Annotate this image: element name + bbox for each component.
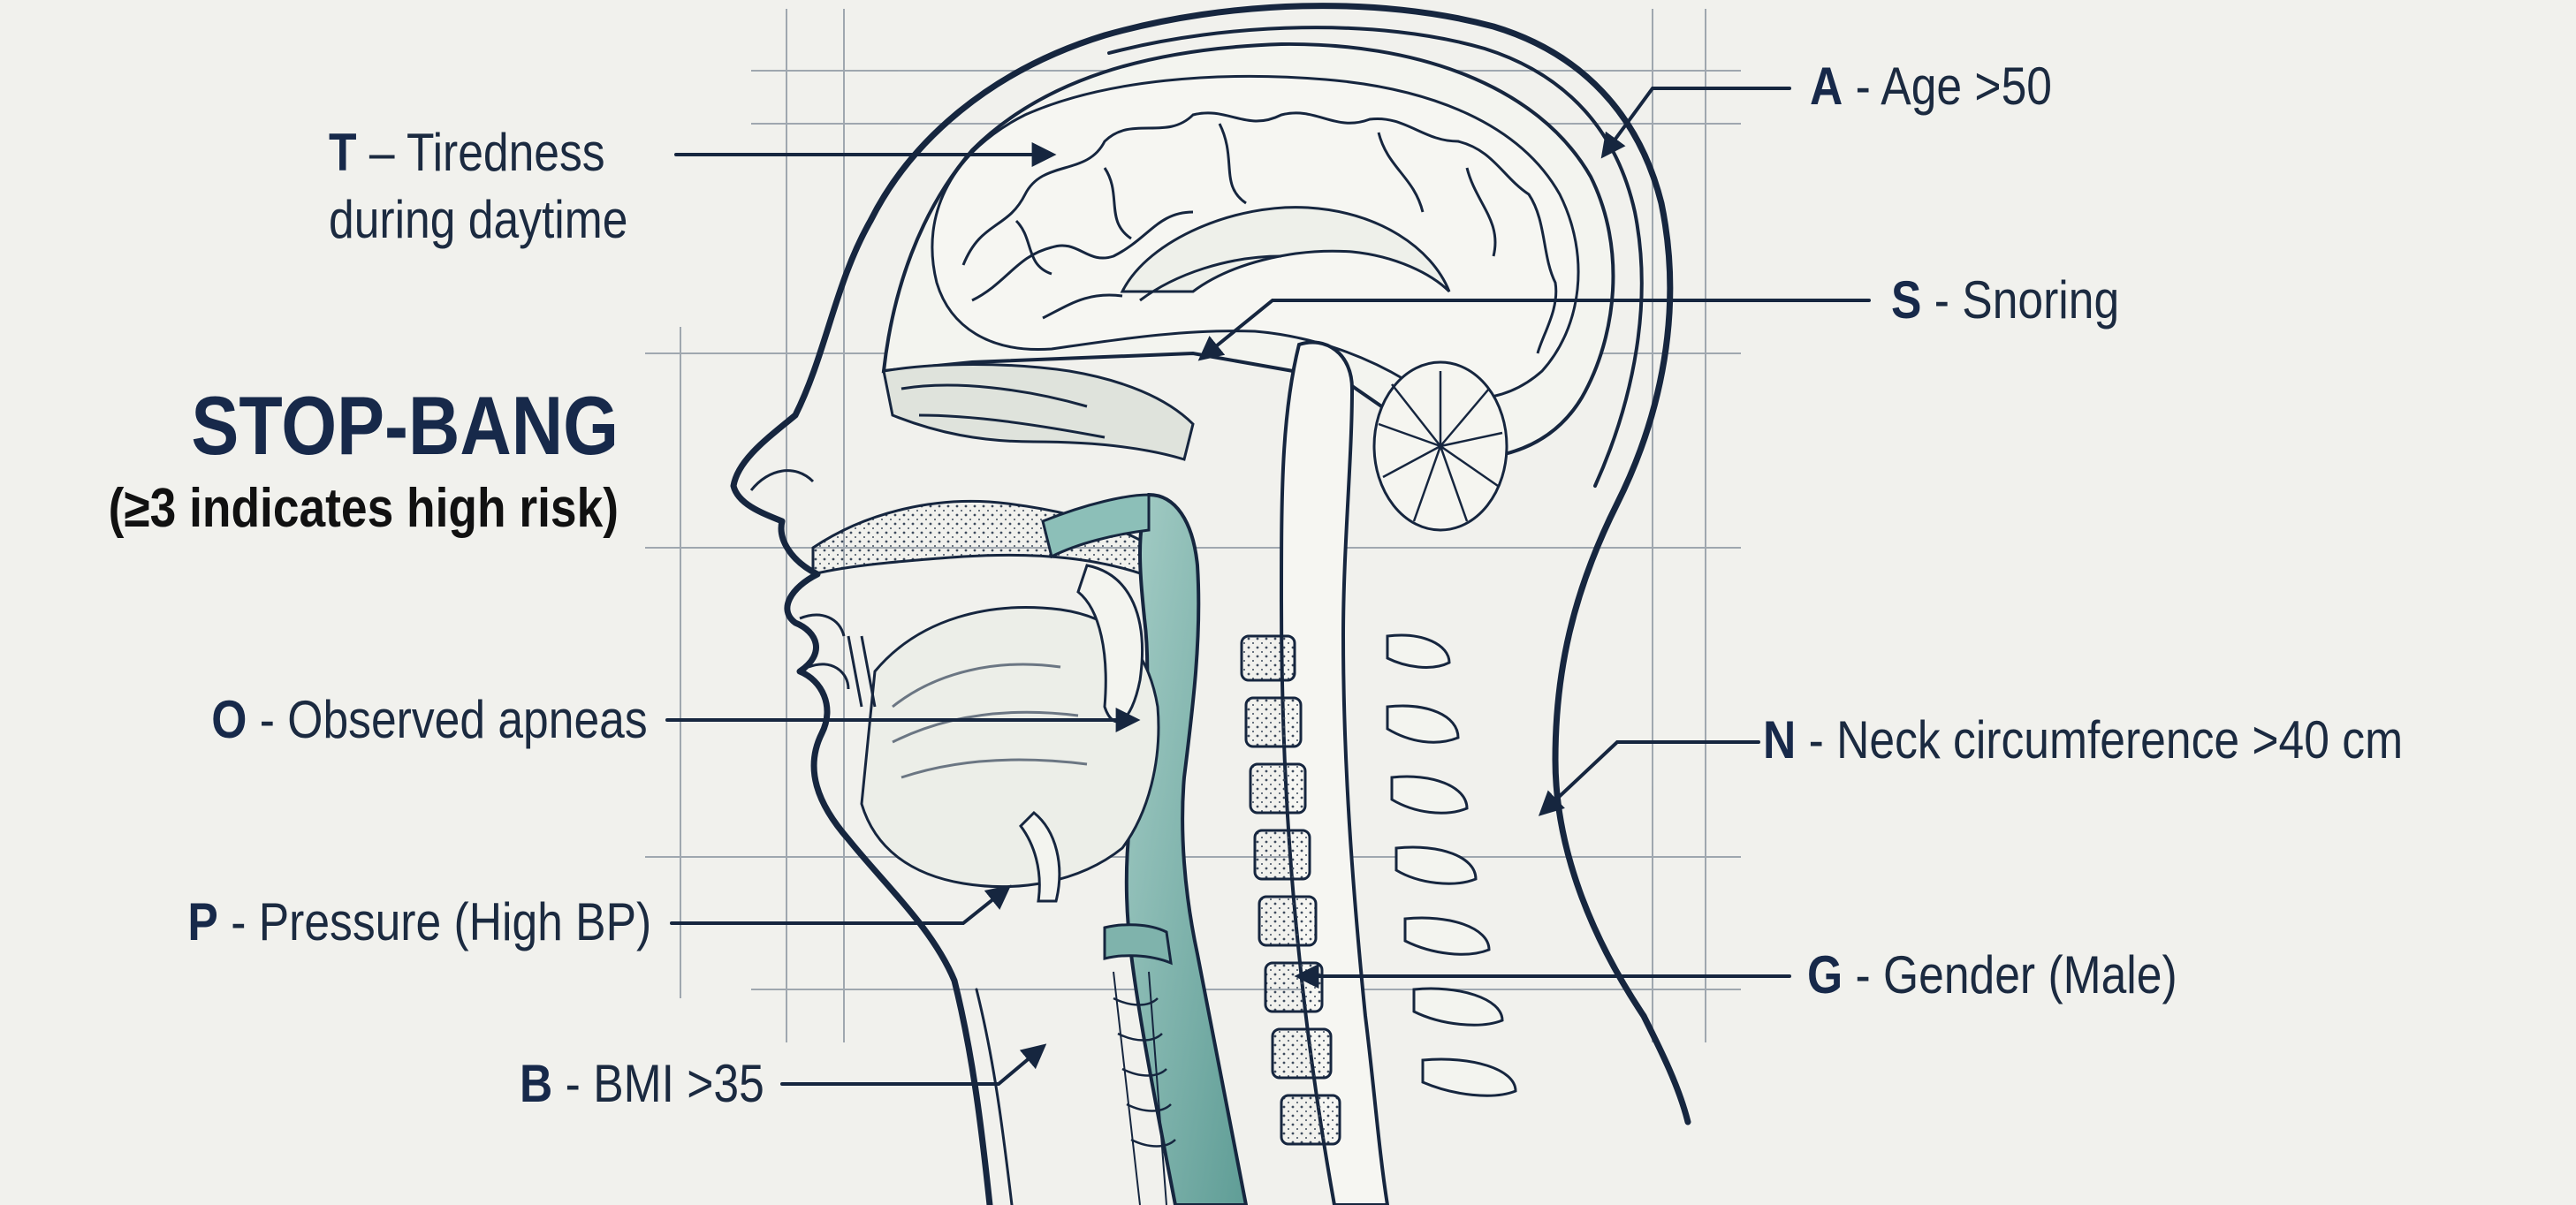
label-neck-circumference: N - Neck circumference >40 cm: [1763, 707, 2403, 774]
label-separator: -: [1921, 270, 1962, 330]
label-separator: –: [357, 123, 407, 182]
cervical-spine: [1242, 635, 1516, 1144]
label-observed-apneas: O - Observed apneas: [212, 686, 648, 754]
label-letter: B: [520, 1054, 552, 1113]
label-age: A - Age >50: [1810, 53, 2052, 120]
label-text: BMI >35: [593, 1054, 764, 1113]
label-text-line2: during daytime: [329, 190, 627, 249]
label-bmi: B - BMI >35: [520, 1050, 764, 1118]
nasal-cavity: [813, 365, 1193, 584]
label-letter: S: [1891, 270, 1921, 330]
label-snoring: S - Snoring: [1891, 267, 2119, 334]
label-separator: -: [1843, 57, 1881, 116]
label-text: Neck circumference >40 cm: [1836, 710, 2403, 769]
label-letter: O: [212, 690, 247, 749]
leader-a: [1604, 88, 1790, 155]
label-tiredness: T – Tiredness during daytime: [329, 119, 627, 254]
label-text: Pressure (High BP): [259, 892, 651, 951]
label-text: Tiredness: [407, 123, 605, 182]
leader-b: [782, 1047, 1043, 1084]
label-letter: A: [1810, 57, 1843, 116]
leader-p: [672, 888, 1007, 923]
label-letter: T: [329, 123, 357, 182]
label-letter: G: [1807, 945, 1843, 1004]
label-gender: G - Gender (Male): [1807, 942, 2177, 1009]
label-text: Observed apneas: [288, 690, 648, 749]
label-text: Snoring: [1962, 270, 2119, 330]
label-letter: N: [1763, 710, 1796, 769]
face-profile-details: [751, 471, 875, 707]
label-separator: -: [553, 1054, 594, 1113]
leader-n: [1542, 742, 1759, 813]
label-letter: P: [187, 892, 217, 951]
label-separator: -: [247, 690, 288, 749]
label-separator: -: [218, 892, 259, 951]
cerebellum: [1374, 362, 1507, 530]
label-text: Age >50: [1881, 57, 2052, 116]
pharyngeal-airway: [1127, 495, 1246, 1205]
label-separator: -: [1843, 945, 1883, 1004]
diagram-subtitle: (≥3 indicates high risk): [87, 477, 619, 541]
diagram-title: STOP-BANG: [87, 380, 619, 472]
label-text: Gender (Male): [1883, 945, 2177, 1004]
label-separator: -: [1796, 710, 1836, 769]
label-pressure: P - Pressure (High BP): [187, 889, 651, 956]
